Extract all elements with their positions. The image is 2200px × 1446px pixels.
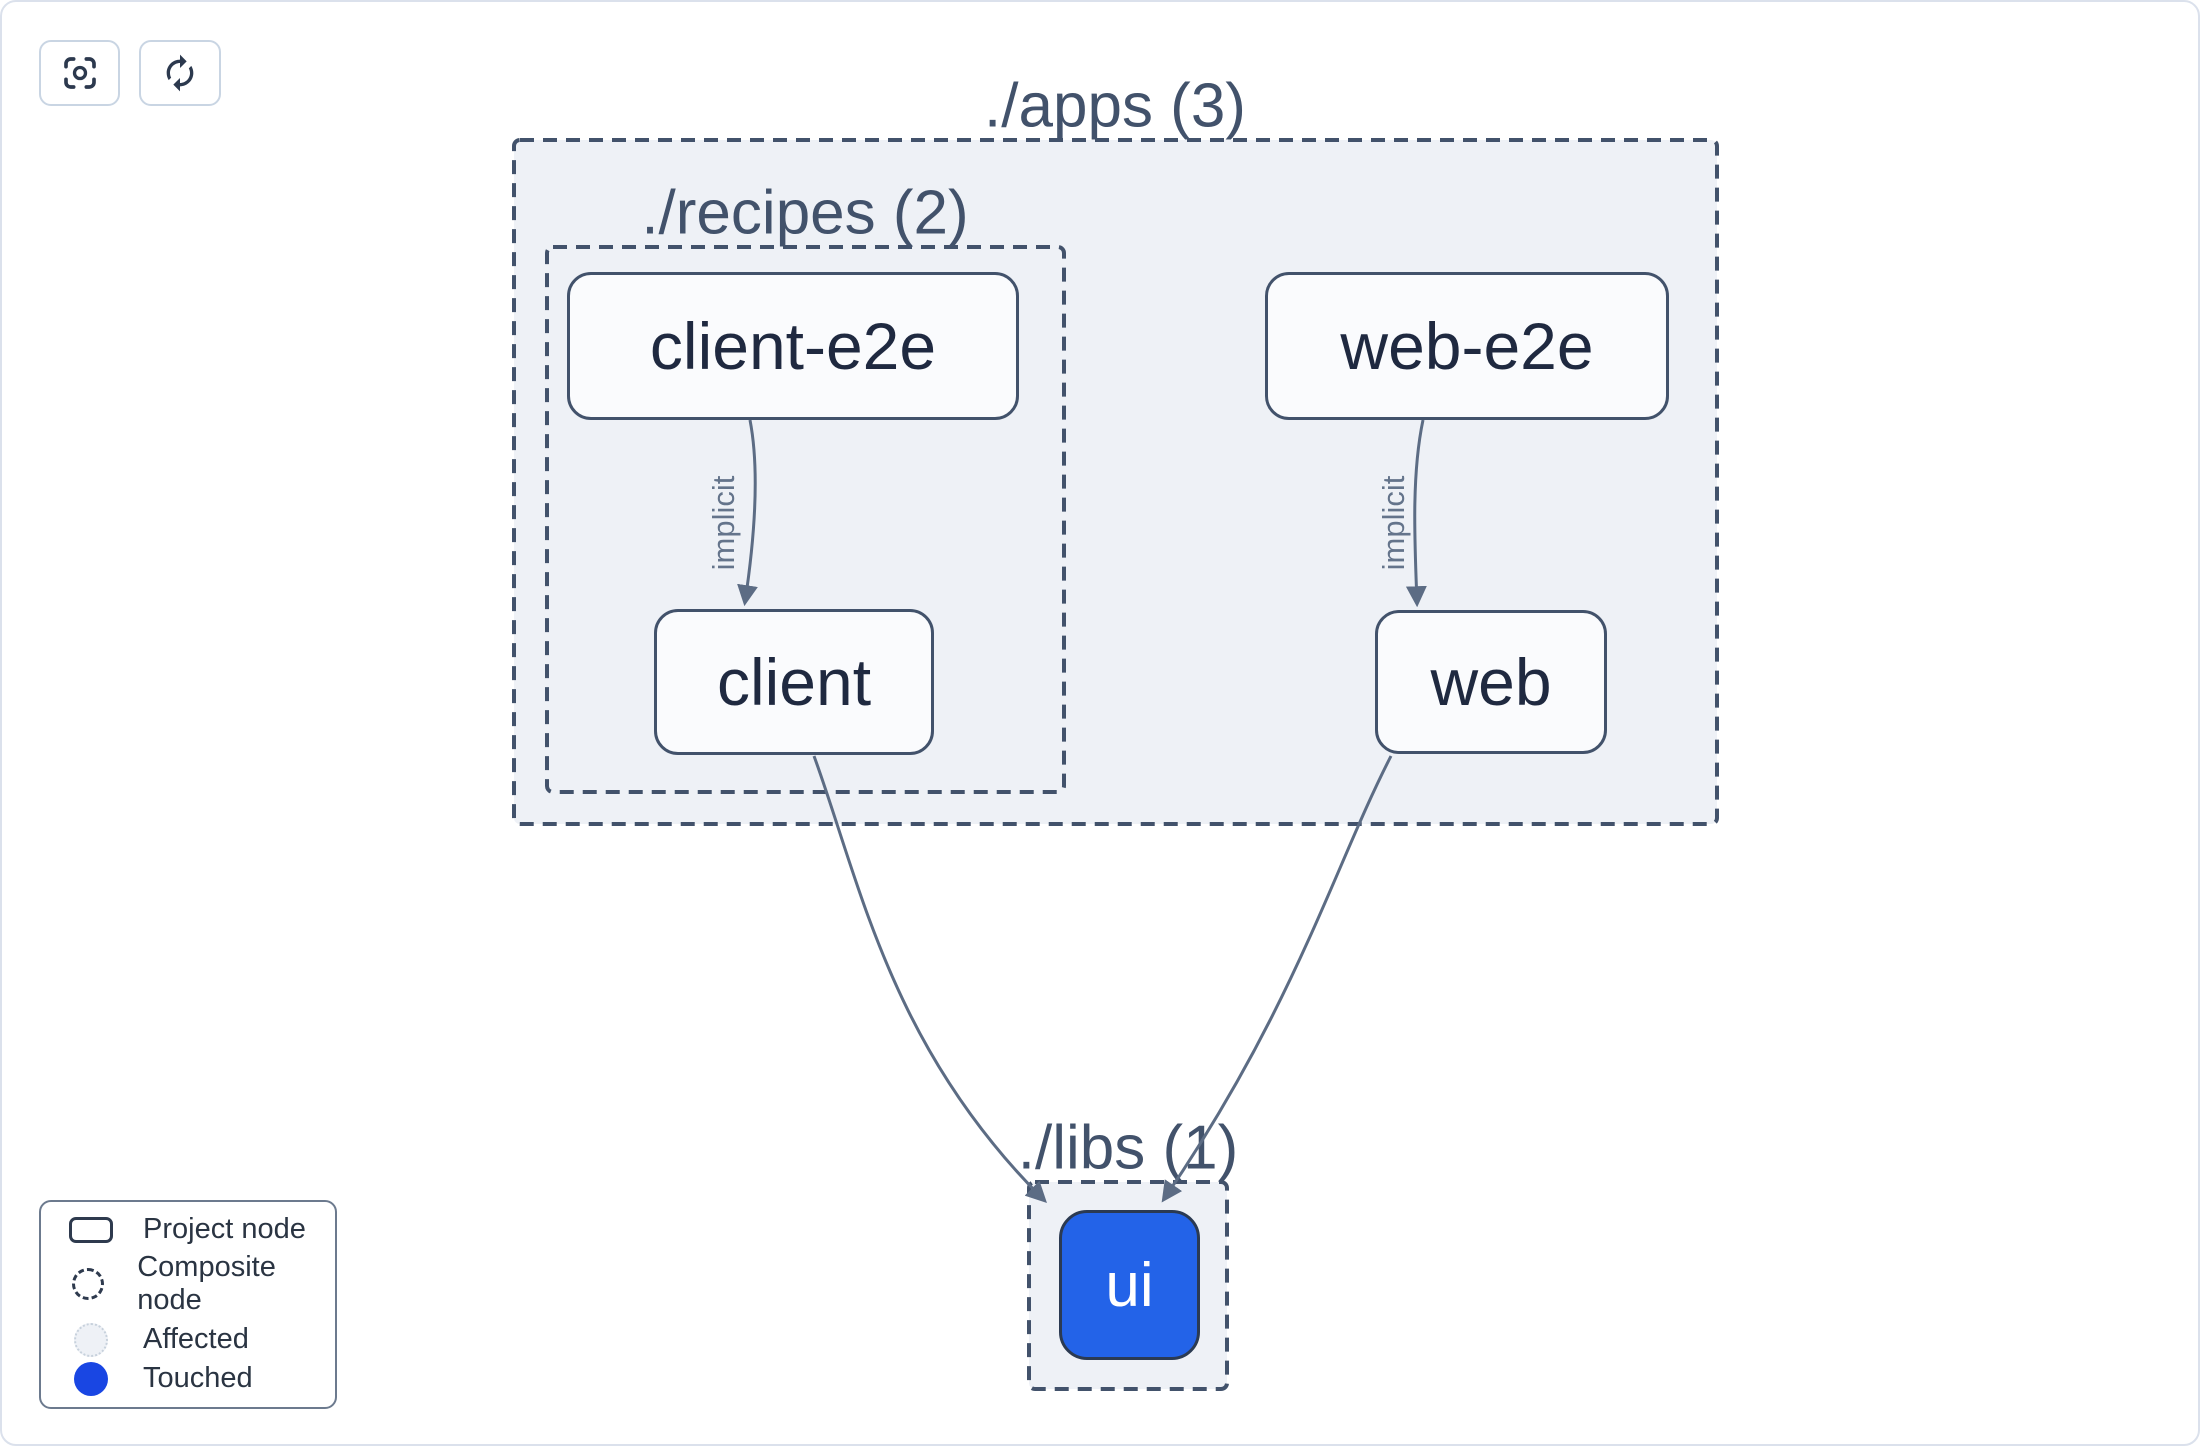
node-label: web: [1430, 645, 1552, 719]
legend-label: Affected: [143, 1323, 249, 1356]
project-node-swatch-icon: [65, 1216, 117, 1243]
touched-swatch-icon: [65, 1361, 117, 1396]
legend-item-project-node: Project node: [65, 1213, 325, 1246]
composite-label-libs[interactable]: ./libs (1): [1017, 1113, 1239, 1183]
composite-label-recipes[interactable]: ./recipes (2): [641, 178, 969, 248]
legend-label: Touched: [143, 1362, 253, 1395]
project-node-client-e2e[interactable]: client-e2e: [567, 272, 1019, 420]
composite-node-swatch-icon: [65, 1268, 111, 1301]
affected-swatch-icon: [65, 1322, 117, 1357]
legend-label: Project node: [143, 1213, 306, 1246]
zoom-to-fit-button[interactable]: [39, 40, 120, 106]
project-node-web[interactable]: web: [1375, 610, 1607, 754]
edge-web-to-ui[interactable]: [1161, 755, 1393, 1203]
edge-label-implicit-web: implicit: [1376, 475, 1411, 571]
legend-label: Composite node: [137, 1251, 276, 1317]
node-label: client-e2e: [649, 309, 937, 383]
node-label: ui: [1105, 1250, 1154, 1320]
legend-item-touched: Touched: [65, 1361, 325, 1396]
edge-web-e2e-to-web[interactable]: [1405, 419, 1427, 608]
legend-item-composite-node: Composite node: [65, 1251, 325, 1317]
edge-client-e2e-to-client[interactable]: [737, 419, 758, 607]
edge-label-implicit-client: implicit: [706, 475, 741, 571]
project-node-ui[interactable]: ui: [1059, 1210, 1200, 1360]
legend-item-affected: Affected: [65, 1322, 325, 1357]
node-label: client: [716, 645, 872, 719]
focus-icon: [63, 57, 96, 89]
composite-label-apps[interactable]: ./apps (3): [984, 71, 1246, 141]
project-node-client[interactable]: client: [654, 609, 934, 755]
refresh-icon: [166, 54, 194, 92]
project-node-web-e2e[interactable]: web-e2e: [1265, 272, 1669, 420]
refresh-button[interactable]: [139, 40, 221, 106]
legend: Project node Composite node Affected Tou…: [39, 1200, 337, 1409]
edge-client-to-ui[interactable]: [812, 755, 1047, 1203]
node-label: web-e2e: [1340, 309, 1594, 383]
